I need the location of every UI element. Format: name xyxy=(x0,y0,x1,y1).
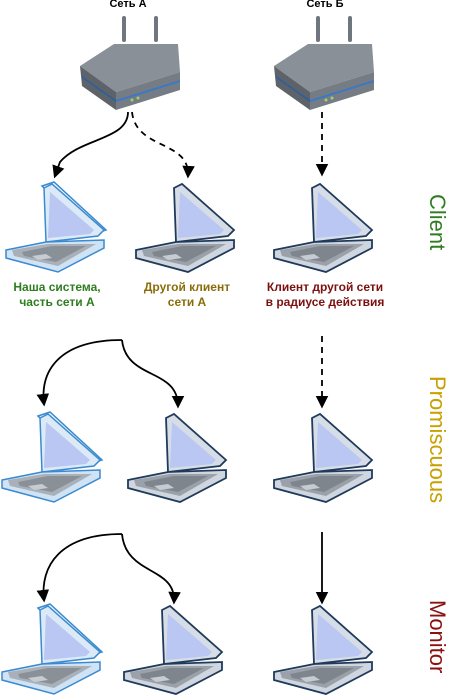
arrow-mon-to-ours xyxy=(36,533,123,603)
network-a-title: Сеть А xyxy=(109,0,147,10)
laptop-other-a-promiscuous xyxy=(127,413,227,503)
router-network-a xyxy=(80,16,180,110)
laptop-other-b-monitor xyxy=(273,605,373,695)
laptop-other-a-monitor xyxy=(123,605,223,695)
network-b-title: Сеть Б xyxy=(306,0,344,10)
label-ours: Наша система, часть сети А xyxy=(0,280,114,310)
label-other-a-line2: сети А xyxy=(167,295,207,309)
label-other-b-line2: в радиусе действия xyxy=(265,295,385,309)
mode-client: Client xyxy=(425,194,450,251)
arrow-router-a-to-other-a xyxy=(131,111,195,179)
mode-promiscuous: Promiscuous xyxy=(425,376,450,504)
router-network-b xyxy=(274,16,374,110)
arrow-prom-to-other-a xyxy=(121,339,185,409)
mode-monitor: Monitor xyxy=(425,600,450,674)
label-ours-line2: часть сети А xyxy=(19,295,95,309)
laptop-other-b-client xyxy=(273,183,373,273)
label-other-b-line1: Клиент другой сети xyxy=(266,280,384,294)
label-other-a-line1: Другой клиент xyxy=(143,280,231,294)
arrow-router-a-to-ours xyxy=(52,111,129,179)
laptop-ours-client xyxy=(5,181,107,273)
label-other-b: Клиент другой сети в радиусе действия xyxy=(250,280,400,310)
arrow-mon-to-other-a xyxy=(121,533,181,605)
laptop-ours-monitor xyxy=(1,603,103,695)
arrow-prom-to-ours xyxy=(36,339,123,407)
laptop-other-b-promiscuous xyxy=(273,413,373,503)
label-other-a: Другой клиент сети А xyxy=(128,280,246,310)
laptop-other-a-client xyxy=(135,183,235,273)
label-ours-line1: Наша система, xyxy=(13,280,101,294)
laptop-ours-promiscuous xyxy=(1,411,103,503)
